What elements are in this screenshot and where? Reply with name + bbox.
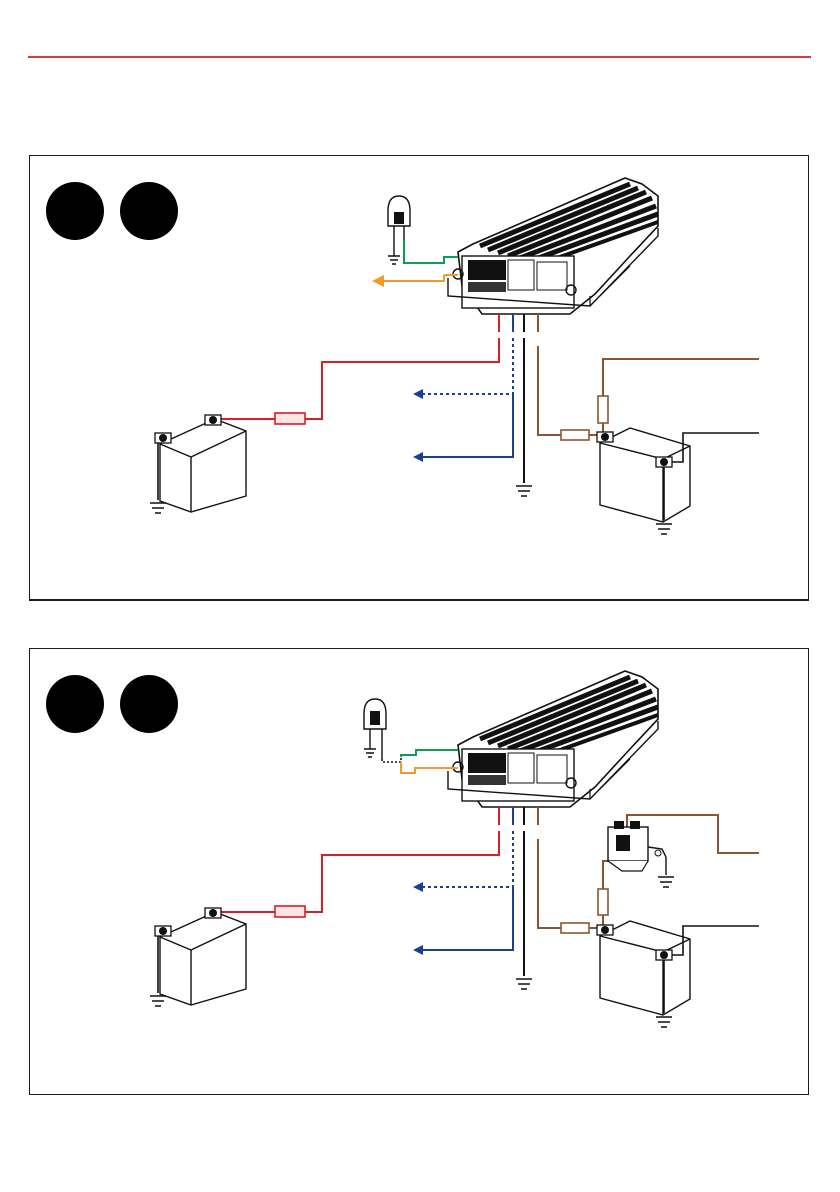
wiring-diagram-1 [30, 156, 810, 602]
ground-symbol-icon [150, 503, 166, 513]
inline-fuse-icon [275, 413, 305, 424]
service-battery-icon [150, 908, 246, 1006]
indicator-lamp-icon [364, 699, 386, 759]
start-battery-icon [597, 921, 759, 1027]
service-battery-icon [150, 415, 246, 513]
battery-charger-unit-icon [448, 671, 658, 807]
ground-symbol-icon [656, 524, 672, 534]
ground-symbol-icon [516, 979, 532, 989]
header-accent-rule [28, 56, 811, 58]
start-battery-icon [597, 428, 759, 534]
ground-symbol-icon [150, 996, 166, 1006]
indicator-lamp-icon [388, 196, 410, 264]
wiring-diagram-panel-2 [29, 648, 809, 1095]
ground-symbol-icon [658, 877, 674, 887]
ground-symbol-icon [516, 486, 532, 496]
battery-charger-unit-icon [448, 178, 658, 314]
wiring-diagram-2 [30, 649, 810, 1096]
wiring-diagram-panel-1 [29, 155, 809, 601]
inline-fuse-icon [275, 906, 305, 917]
isolator-relay-icon [608, 821, 674, 887]
ground-symbol-icon [656, 1017, 672, 1027]
